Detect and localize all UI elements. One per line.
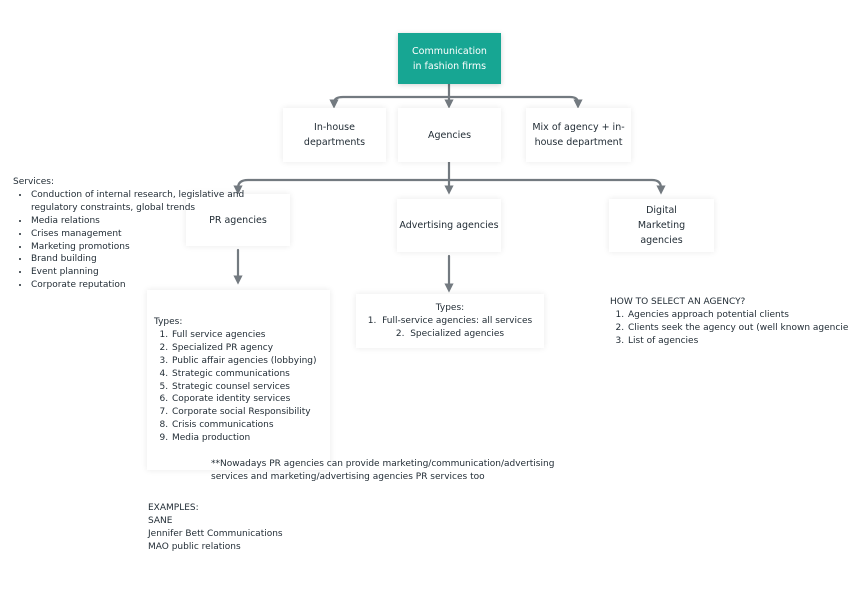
pr-types-card <box>147 290 330 470</box>
root-node-label: Communication in fashion firms <box>412 45 487 72</box>
pr-type-item: Strategic counsel services <box>171 381 317 394</box>
root-node: Communication in fashion firms <box>398 33 501 84</box>
pr-type-item: Specialized PR agency <box>171 342 317 355</box>
agencies-node-label: Agencies <box>427 129 472 141</box>
select-agency-block: HOW TO SELECT AN AGENCY? Agencies approa… <box>610 296 848 348</box>
services-heading: Services: <box>13 177 54 187</box>
services-list: Conduction of internal research, legisla… <box>13 189 244 292</box>
services-item: Event planning <box>30 266 244 279</box>
services-item: Conduction of internal research, legisla… <box>30 189 244 202</box>
select-agency-item: Clients seek the agency out (well known … <box>627 322 848 335</box>
pr-type-item: Media production <box>171 432 317 445</box>
pr-type-item: Full service agencies <box>171 329 317 342</box>
connector-root-to-inhouse <box>329 95 451 109</box>
mix-node-label: Mix of agency + in-house department <box>532 122 625 148</box>
agencies-node: Agencies <box>398 108 501 162</box>
select-agency-item: List of agencies <box>627 335 848 348</box>
pr-types-content: Types: Full service agencies Specialized… <box>154 316 317 445</box>
advertising-type-item: 1. Full-service agencies: all services <box>367 315 533 326</box>
services-item: Marketing promotions <box>30 241 244 254</box>
services-item: Crises management <box>30 228 244 241</box>
select-agency-list: Agencies approach potential clients Clie… <box>610 309 848 348</box>
example-item: MAO public relations <box>148 541 241 552</box>
services-item: regulatory constraints, global trends <box>31 202 196 213</box>
advertising-agencies-node-label: Advertising agencies <box>399 220 499 231</box>
pr-types-list: Full service agencies Specialized PR age… <box>154 329 317 445</box>
select-agency-item: Agencies approach potential clients <box>627 309 848 322</box>
advertising-agencies-node: Advertising agencies <box>397 199 501 252</box>
example-item: SANE <box>148 515 173 526</box>
pr-agencies-node-label: PR agencies <box>209 214 267 226</box>
pr-types-heading: Types: <box>154 317 183 327</box>
pr-type-item: Crisis communications <box>171 419 317 432</box>
advertising-types-content: Types: 1. Full-service agencies: all ser… <box>356 302 544 341</box>
examples-block: EXAMPLES: SANE Jennifer Bett Communicati… <box>148 502 283 554</box>
example-item: Jennifer Bett Communications <box>148 528 283 539</box>
pr-note-line: services and marketing/advertising agenc… <box>211 471 485 482</box>
pr-note-line: **Nowadays PR agencies can provide marke… <box>211 459 555 469</box>
advertising-type-item-text: Specialized agencies <box>410 328 505 339</box>
pr-type-item: Strategic communications <box>171 368 317 381</box>
connector-root-to-mix <box>447 95 583 109</box>
pr-type-item: Corporate social Responsibility <box>171 406 317 419</box>
pr-note: **Nowadays PR agencies can provide marke… <box>211 458 554 484</box>
connector-agencies-to-digital <box>447 178 666 195</box>
pr-type-item: Coporate identity services <box>171 393 317 406</box>
advertising-types-heading: Types: <box>435 303 465 313</box>
services-item: Corporate reputation <box>30 279 244 292</box>
advertising-type-item: 2. Specialized agencies <box>395 328 505 339</box>
services-item: Media relations <box>30 215 244 228</box>
pr-type-item: Public affair agencies (lobbying) <box>171 355 317 368</box>
mix-node: Mix of agency + in-house department <box>526 108 631 162</box>
pr-agencies-node: PR agencies <box>186 194 290 246</box>
in-house-node: In-house departments <box>283 108 386 162</box>
digital-marketing-node: Digital Marketing agencies <box>609 199 714 252</box>
select-agency-heading: HOW TO SELECT AN AGENCY? <box>610 297 746 307</box>
digital-marketing-node-label: Digital Marketing agencies <box>637 205 686 246</box>
services-item: Brand building <box>30 253 244 266</box>
advertising-types-card <box>356 294 544 348</box>
advertising-type-item-text: Full-service agencies: all services <box>382 315 533 326</box>
connector-agencies-to-pr <box>233 178 451 195</box>
services-block: Services: Conduction of internal researc… <box>13 176 244 292</box>
examples-heading: EXAMPLES: <box>148 503 199 513</box>
in-house-node-label: In-house departments <box>303 122 366 148</box>
